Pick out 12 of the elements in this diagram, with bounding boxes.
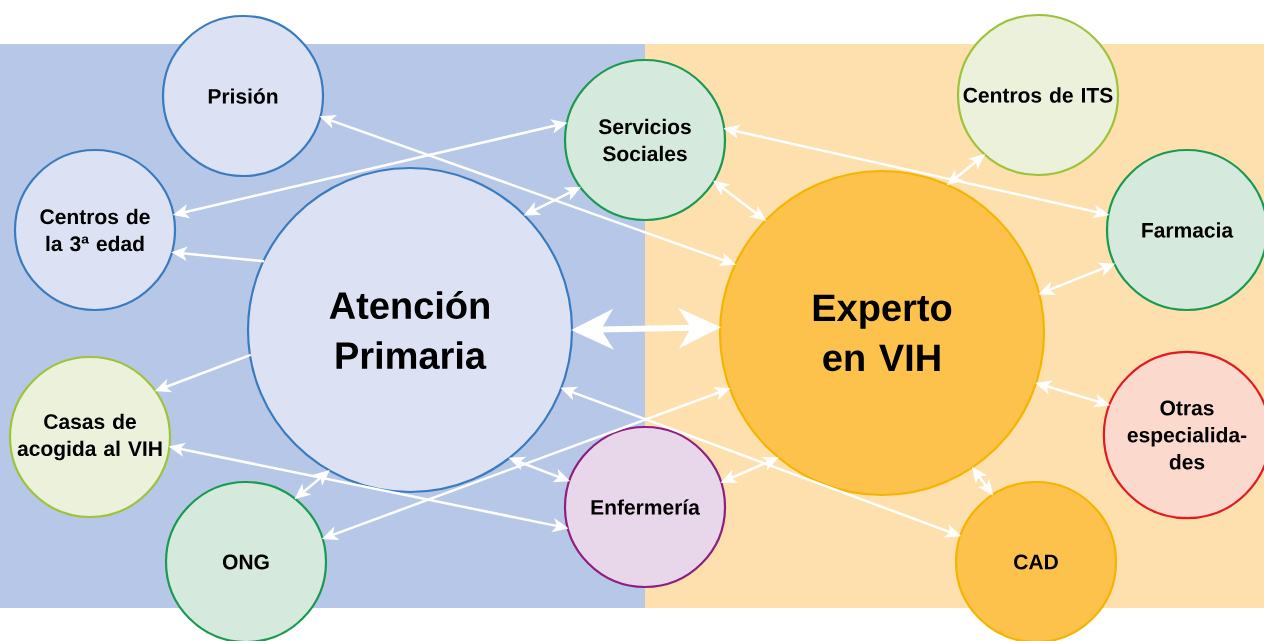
large-circle-node: Experto en VIH — [718, 169, 1046, 497]
circle-node: Centros de ITS — [956, 13, 1120, 177]
circle-node: Casas de acogida al VIH — [8, 355, 172, 519]
circle-node: CAD — [954, 480, 1118, 641]
circle-node: Otras especialida-des — [1102, 350, 1264, 520]
circle-node: Servicios Sociales — [563, 58, 727, 222]
circle-node: Farmacia — [1105, 148, 1264, 312]
large-circle-node: Atención Primaria — [246, 166, 574, 494]
circle-node: Enfermería — [563, 425, 727, 589]
circle-node: Centros de la 3ª edad — [13, 148, 177, 312]
circle-node: ONG — [164, 480, 328, 641]
circle-node: Prisión — [161, 14, 325, 178]
